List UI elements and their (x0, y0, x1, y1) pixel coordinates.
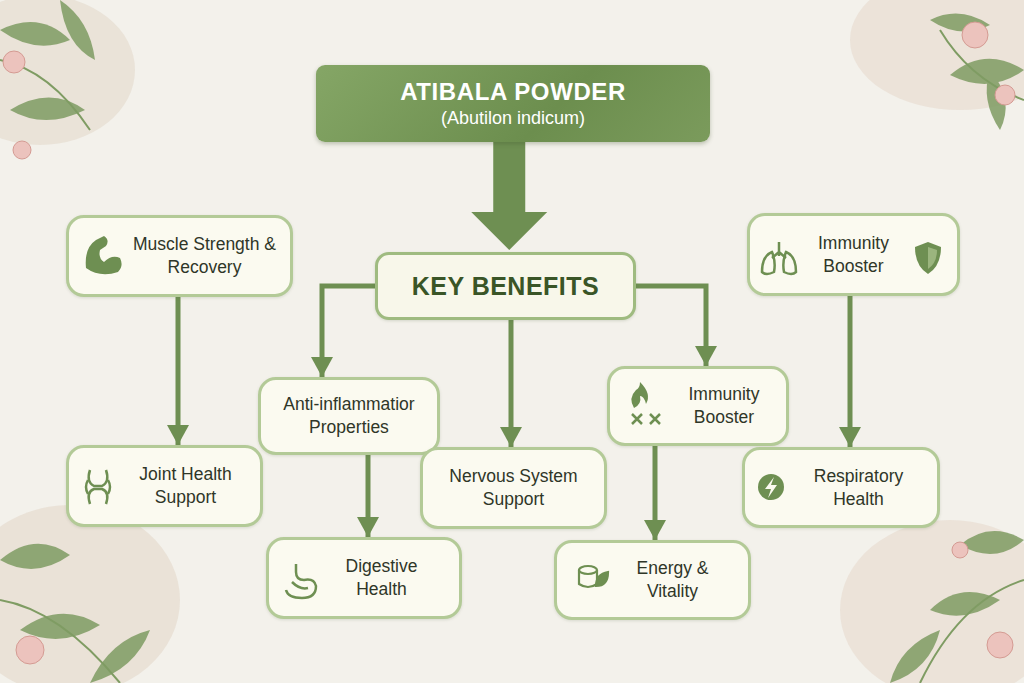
flame-icon (631, 382, 660, 424)
benefit-box: Immunity Booster (747, 213, 960, 296)
node-label: Immunity Booster (800, 232, 907, 278)
flower (16, 636, 44, 664)
leaf-mark (596, 572, 608, 586)
flame-shape (631, 382, 648, 408)
node-label: Muscle Strength & Recovery (131, 233, 278, 279)
connector-arrow (322, 286, 375, 377)
jar-lid (579, 566, 597, 574)
key-benefits-box: KEY BENEFITS (375, 252, 636, 320)
benefit-box: Digestive Health (266, 537, 462, 619)
node-label: Respiratory Health (795, 465, 922, 511)
leaf (90, 630, 150, 683)
node-label: Joint Health Support (121, 463, 250, 509)
node-label: Nervous System Support (433, 465, 594, 511)
connector-arrow (848, 296, 853, 447)
joint-icon (86, 470, 110, 504)
stomach-icon (286, 564, 316, 598)
connector-arrow (636, 286, 706, 366)
node-label: Digestive Health (324, 555, 439, 601)
shield-icon (915, 242, 941, 274)
node-label: ATIBALA POWDER (400, 78, 626, 106)
shield-shape (915, 242, 941, 274)
benefit-box: Energy & Vitality (554, 540, 751, 620)
flower-decoration (3, 22, 1015, 664)
leaf (60, 0, 95, 60)
joint-outline (86, 480, 110, 494)
watercolor-blob (850, 0, 1024, 110)
watercolor-blob (0, 505, 180, 683)
connector-arrow (509, 320, 514, 447)
title-box: ATIBALA POWDER(Abutilon indicum) (316, 65, 710, 142)
shield-highlight (928, 247, 937, 269)
flower (995, 85, 1015, 105)
bicep-shape (86, 236, 122, 274)
lightning-icon (758, 474, 784, 500)
benefit-box: Immunity Booster (607, 366, 789, 446)
flower (3, 51, 25, 73)
flower (13, 141, 31, 159)
bicep-icon (86, 236, 122, 274)
benefit-box: Joint Health Support (66, 445, 263, 527)
cross-marks (632, 414, 660, 424)
stem (920, 580, 1024, 683)
connector-arrow (176, 297, 181, 445)
jar-body (579, 570, 597, 587)
node-label: Energy & Vitality (617, 557, 728, 603)
node-label: KEY BENEFITS (412, 272, 600, 301)
trachea (772, 242, 786, 258)
connector-arrow (366, 455, 371, 537)
leaf (890, 630, 940, 683)
connector-arrow (653, 446, 658, 540)
node-sublabel: (Abutilon indicum) (441, 108, 585, 129)
node-label: Immunity Booster (672, 383, 776, 429)
stem-decoration (0, 30, 1024, 683)
lightning-circle (758, 474, 784, 500)
flower (987, 632, 1013, 658)
benefit-box: Respiratory Health (742, 447, 940, 528)
watercolor-blob (0, 0, 135, 145)
benefit-box: Nervous System Support (420, 447, 607, 529)
leaf (0, 544, 70, 569)
block-arrow (471, 142, 547, 250)
leaf (960, 531, 1024, 554)
stem (0, 600, 120, 683)
node-label: Anti-inflammatior Properties (271, 393, 427, 439)
benefit-box: Anti-inflammatior Properties (258, 377, 440, 455)
watercolor-blob (840, 520, 1024, 683)
stomach-shape (286, 564, 316, 598)
bone-upper (89, 470, 108, 486)
flower (952, 542, 968, 558)
lightning-bolt (765, 477, 777, 498)
leaf (0, 22, 70, 46)
lung-right (783, 252, 796, 274)
flower (962, 22, 988, 48)
lungs-icon (762, 242, 796, 274)
bone-lower (89, 489, 108, 504)
lung-left (762, 252, 775, 274)
stomach-line (292, 582, 308, 588)
energy-icon (579, 566, 608, 587)
benefit-box: Muscle Strength & Recovery (66, 215, 293, 297)
